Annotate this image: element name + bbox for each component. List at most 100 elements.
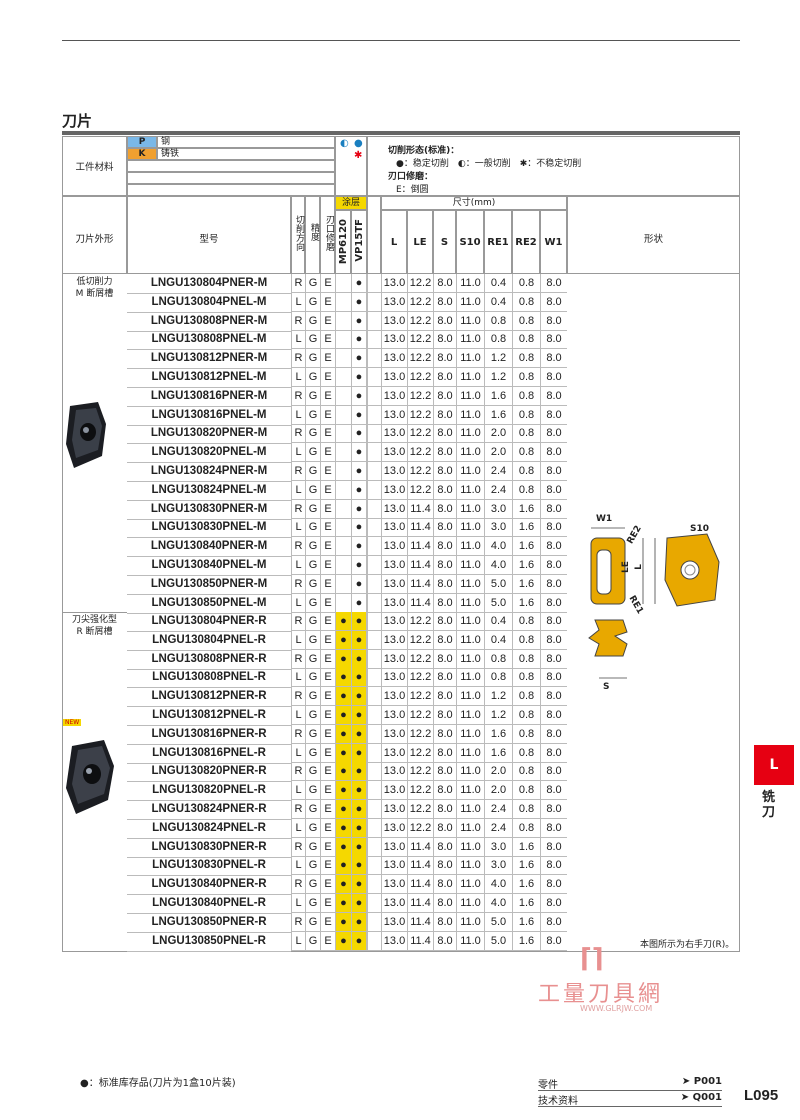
tolerance-cell: G (305, 368, 320, 387)
honing-cell: E (320, 349, 335, 369)
S10-cell: 11.0 (456, 368, 484, 387)
S-cell: 8.0 (433, 894, 456, 913)
L-cell: 13.0 (381, 537, 407, 557)
LE-cell: 12.2 (407, 480, 433, 500)
hand-cell: R (291, 649, 305, 669)
ref-parts-page[interactable]: ➤ P001 (681, 1076, 722, 1087)
model-cell: LNGU130840PNEL-R (127, 894, 291, 914)
grade1-cell: ● (335, 687, 351, 707)
W1-cell: 8.0 (540, 349, 567, 369)
grade2-cell: ● (351, 556, 367, 575)
grade1-cell (335, 330, 351, 350)
material-empty-3 (127, 184, 335, 196)
RE1-cell: 5.0 (484, 593, 512, 613)
legend-cut-items: ●：稳定切削 ◐：一般切削 ✱：不稳定切削 (396, 159, 582, 169)
header-tolerance-cell: 精度 (305, 196, 320, 274)
spacer-cell (367, 574, 381, 594)
spacer-cell (367, 330, 381, 350)
RE2-cell: 0.8 (512, 368, 540, 387)
S-cell: 8.0 (433, 649, 456, 669)
material-name-p: 钢 (157, 136, 335, 148)
honing-cell: E (320, 818, 335, 838)
spacer-cell (367, 612, 381, 631)
L-cell: 13.0 (381, 518, 407, 538)
honing-cell: E (320, 499, 335, 519)
side-tab-letter[interactable]: L (754, 745, 794, 785)
L-cell: 13.0 (381, 292, 407, 312)
S10-cell: 11.0 (456, 630, 484, 650)
ref-tech-page[interactable]: ➤ Q001 (680, 1092, 722, 1103)
spacer-cell (367, 480, 381, 500)
ref-tech[interactable]: 技术资料 ➤ Q001 (538, 1092, 722, 1107)
RE1-cell: 4.0 (484, 556, 512, 575)
grade1-cell (335, 424, 351, 444)
RE1-cell: 1.2 (484, 706, 512, 725)
ref-parts[interactable]: 零件 ➤ P001 (538, 1076, 722, 1091)
grade1-cell (335, 537, 351, 557)
W1-cell: 8.0 (540, 386, 567, 406)
L-cell: 13.0 (381, 668, 407, 688)
tolerance-cell: G (305, 480, 320, 500)
header-grade1-cell: MP6120 (335, 210, 351, 274)
honing-cell: E (320, 443, 335, 463)
grade1-cell (335, 368, 351, 387)
honing-cell: E (320, 800, 335, 819)
RE2-cell: 0.8 (512, 612, 540, 631)
W1-cell: 8.0 (540, 837, 567, 857)
honing-cell: E (320, 311, 335, 331)
header-dim-s: S (433, 210, 456, 274)
section-title: 刀片 (62, 112, 93, 130)
header-grade1: MP6120 (338, 219, 349, 265)
spacer-cell (367, 556, 381, 575)
group-r-label: 刀尖强化型 R 断屑槽 (71, 615, 117, 637)
L-cell: 13.0 (381, 800, 407, 819)
hand-cell: L (291, 706, 305, 725)
header-shape-cell: 刀片外形 (62, 196, 127, 274)
RE1-cell: 1.2 (484, 687, 512, 707)
S-cell: 8.0 (433, 424, 456, 444)
LE-cell: 12.2 (407, 349, 433, 369)
grade1-cell: ● (335, 781, 351, 801)
diag-l: L (633, 564, 644, 570)
RE2-cell: 0.8 (512, 724, 540, 744)
S10-cell: 11.0 (456, 349, 484, 369)
grade1-cell: ● (335, 630, 351, 650)
grade2-cell: ● (351, 612, 367, 631)
